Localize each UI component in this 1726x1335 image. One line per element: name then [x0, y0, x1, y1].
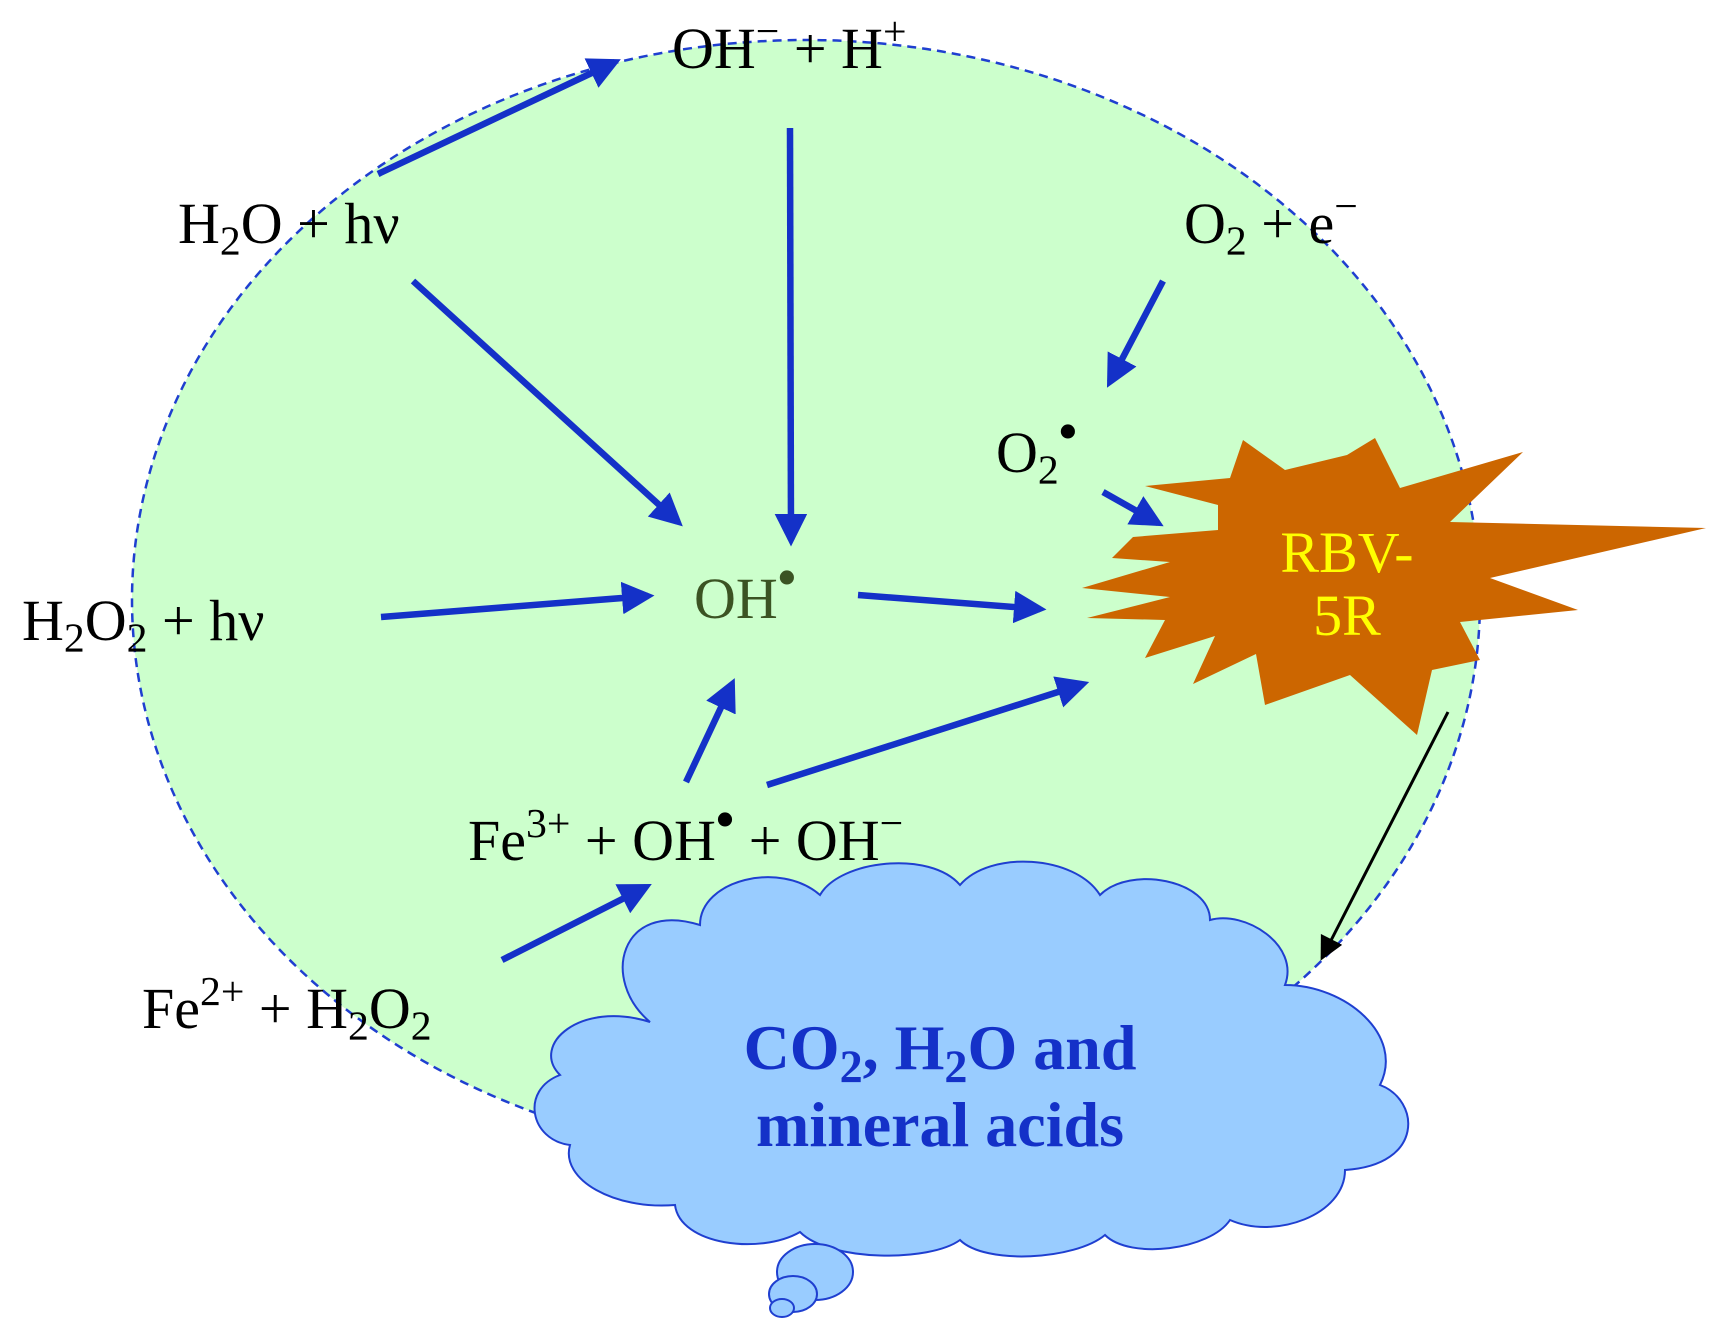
arrow-o2-radical-to-dye	[1101, 489, 1164, 527]
arrow-h2o-to-oh-radical	[410, 278, 683, 527]
arrow-fe2-to-fe3	[500, 884, 652, 963]
arrow-dye-to-products	[1320, 711, 1450, 961]
label-fe3-oh: Fe3+ + OH• + OH−	[468, 790, 904, 873]
products-cloud	[533, 860, 1410, 1318]
arrow-h2o-to-oh-h	[376, 58, 621, 177]
arrow-o2-e-to-o2-radical	[1106, 279, 1166, 388]
arrow-fe3-to-dye	[766, 676, 1090, 789]
label-hydroxyl-radical: OH•	[694, 548, 797, 631]
arrow-oh-radical-to-dye	[857, 590, 1047, 624]
dye-label: RBV- 5R	[1252, 520, 1442, 648]
label-h2o2-hv: H2O2 + hν	[22, 588, 265, 662]
arrow-fe3-to-oh-radical	[683, 678, 736, 784]
dye-label-line1: RBV-	[1280, 520, 1414, 585]
products-label-line2: mineral acids	[756, 1088, 1124, 1160]
label-o2-e-minus: O2 + e−	[1184, 184, 1358, 265]
products-label: CO2, H2O and mineral acids	[590, 1010, 1290, 1164]
label-oh-minus-h-plus: OH− + H+	[672, 9, 907, 81]
arrow-oh-h-to-oh-radical	[774, 127, 808, 547]
label-fe2-h2o2: Fe2+ + H2O2	[142, 969, 432, 1050]
label-superoxide-radical: O2•	[996, 402, 1078, 494]
arrow-h2o2-to-oh-radical	[380, 581, 655, 621]
label-h2o-hv: H2O + hν	[178, 191, 400, 265]
products-label-line1: CO2, H2O and	[743, 1012, 1137, 1092]
dye-label-line2: 5R	[1313, 582, 1381, 648]
dye-starburst	[1082, 438, 1706, 735]
